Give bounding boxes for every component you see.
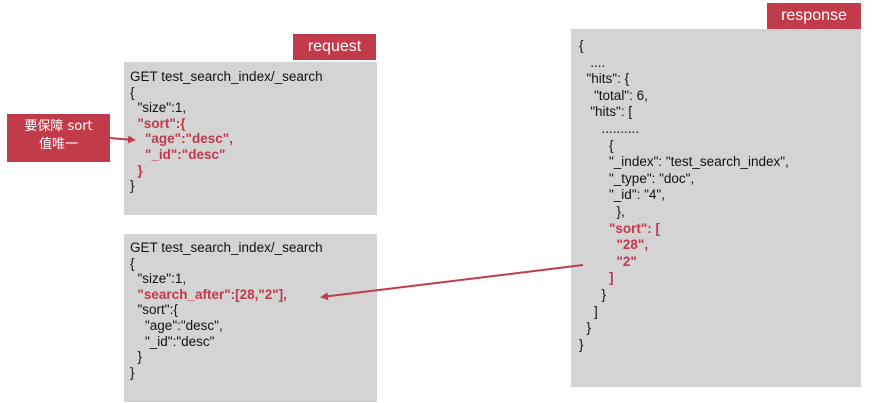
response-code-line: "hits": { bbox=[579, 71, 630, 87]
response-code-line: .... bbox=[579, 54, 606, 70]
request-1-code-line: "age":"desc", bbox=[130, 131, 233, 147]
request-code-panel-2: GET test_search_index/_search{ "size":1,… bbox=[124, 234, 377, 402]
response-code-line: "total": 6, bbox=[579, 87, 648, 103]
request-2-code-line: "size":1, bbox=[130, 271, 187, 287]
response-code-line: }, bbox=[579, 203, 625, 219]
request-2-code-line: "age":"desc", bbox=[130, 317, 223, 333]
response-tag: response bbox=[767, 3, 861, 29]
response-code-line: } bbox=[579, 336, 584, 352]
response-code-line: "_index": "test_search_index", bbox=[579, 154, 789, 170]
request-tag: request bbox=[293, 34, 376, 60]
search-after-arrow bbox=[320, 264, 584, 301]
response-code-line: "_type": "doc", bbox=[579, 170, 695, 186]
response-code-line: { bbox=[579, 38, 584, 53]
response-code-line: "sort": [ bbox=[579, 220, 661, 236]
unique-sort-note-line-1: 要保障 sort bbox=[24, 119, 93, 134]
request-code-panel-1: GET test_search_index/_search{ "size":1,… bbox=[124, 62, 377, 215]
request-1-code-line: "sort":{ bbox=[130, 115, 186, 131]
request-1-code-line: } bbox=[130, 162, 143, 178]
response-code-line: { bbox=[579, 137, 614, 153]
request-1-code-line: "_id":"desc" bbox=[130, 146, 226, 162]
request-2-code-line: { bbox=[130, 255, 135, 271]
request-2-code-line: GET test_search_index/_search bbox=[130, 240, 323, 255]
response-code-line: .......... bbox=[579, 120, 640, 136]
response-code-line: ] bbox=[579, 270, 614, 286]
response-code-line: ] bbox=[579, 303, 598, 319]
request-2-code-line: "search_after":[28,"2"], bbox=[130, 286, 287, 302]
note-arrow bbox=[109, 135, 136, 144]
request-1-code-line: GET test_search_index/_search bbox=[130, 69, 323, 84]
response-code-line: } bbox=[579, 286, 607, 302]
response-code-line: } bbox=[579, 320, 592, 336]
unique-sort-note: 要保障 sort 值唯一 bbox=[7, 114, 110, 162]
response-code-line: "28", bbox=[579, 237, 649, 253]
unique-sort-note-line-2: 值唯一 bbox=[38, 137, 78, 152]
request-1-code-line: { bbox=[130, 84, 135, 100]
response-code-line: "hits": [ bbox=[579, 104, 633, 120]
request-2-code-line: } bbox=[130, 364, 135, 380]
request-2-code-line: "_id":"desc" bbox=[130, 333, 215, 349]
response-code-panel: { .... "hits": { "total": 6, "hits": [ .… bbox=[571, 29, 861, 387]
request-2-code-line: "sort":{ bbox=[130, 302, 178, 318]
request-1-code-line: } bbox=[130, 178, 135, 194]
request-1-code-line: "size":1, bbox=[130, 100, 187, 116]
request-2-code-line: } bbox=[130, 349, 143, 365]
response-code-line: "_id": "4", bbox=[579, 187, 665, 203]
response-code-line: "2" bbox=[579, 253, 637, 269]
